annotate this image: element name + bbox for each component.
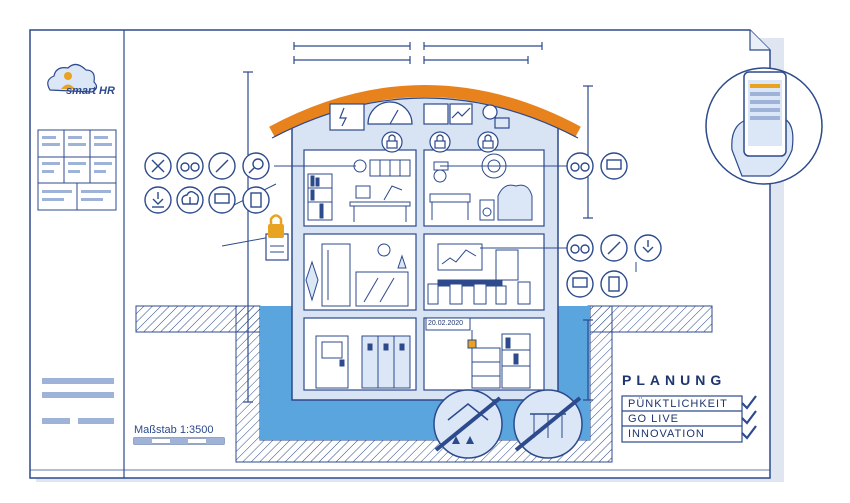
- upload-icon: [176, 186, 204, 214]
- glasses-icon: [176, 152, 204, 180]
- smart-hr-logo: [47, 63, 98, 93]
- attic-locks: [381, 131, 499, 153]
- scale-bar: [133, 437, 225, 445]
- magnifier-icon: [242, 152, 270, 180]
- planning-item-punctuality: PÜNKTLICHKEIT: [628, 398, 728, 410]
- scale-label: Maßstab 1:3500: [134, 424, 214, 436]
- entrance-room: [305, 243, 409, 307]
- dimension-lines: [243, 42, 593, 403]
- checkmark-icon: [741, 425, 757, 440]
- document-icon: [600, 270, 628, 298]
- glasses-icon: [566, 152, 594, 180]
- left-panel-notes: [42, 378, 114, 424]
- glasses-icon: [566, 234, 594, 262]
- chat-icon: [600, 152, 628, 180]
- planning-title: PLANUNG: [622, 372, 727, 388]
- right-icon-cluster-top: [566, 152, 628, 180]
- download-icon: [144, 186, 172, 214]
- calendar-date: 20.02.2020: [428, 320, 464, 327]
- planning-checklist-box: [621, 395, 743, 443]
- meeting-room: [427, 243, 531, 305]
- title-block-grid: [37, 129, 117, 211]
- attic-equipment: [329, 101, 510, 131]
- lounge-room: [429, 153, 533, 221]
- pen-icon: [600, 234, 628, 262]
- document-icon: [242, 186, 270, 214]
- left-icon-cluster: [144, 152, 270, 214]
- basement-archive: [425, 317, 531, 389]
- planning-item-go-live: GO LIVE: [628, 413, 680, 425]
- chat-icon: [208, 186, 236, 214]
- office-room: [307, 159, 411, 222]
- checkmark-icon: [741, 410, 757, 425]
- foundation-detail-right: [513, 389, 583, 459]
- foundation-detail-left: [433, 389, 503, 459]
- phone-icon: [705, 67, 823, 185]
- lock-icon: [265, 214, 289, 261]
- chat-icon: [566, 270, 594, 298]
- checkmark-icons: [741, 395, 757, 440]
- planning-item-innovation: INNOVATION: [628, 428, 705, 440]
- logo-text: smart HR: [66, 85, 115, 97]
- download-icon: [634, 234, 662, 262]
- checkmark-icon: [741, 395, 757, 410]
- basement-lockers: [315, 335, 411, 389]
- pen-icon: [208, 152, 236, 180]
- cross-tools-icon: [144, 152, 172, 180]
- right-icon-cluster-bottom: [566, 234, 662, 298]
